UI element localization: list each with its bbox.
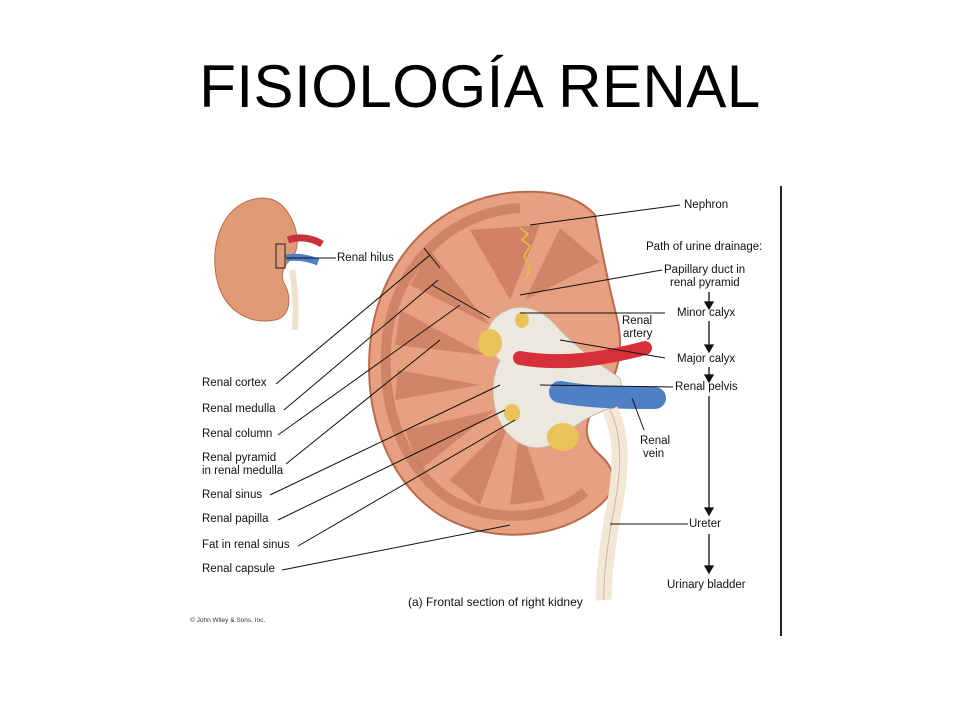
drainage-arrows xyxy=(703,292,715,575)
label-papillary-duct: Papillary duct in xyxy=(664,264,746,276)
label-papillary-duct-line2: renal pyramid xyxy=(670,277,740,289)
label-minor-calyx: Minor calyx xyxy=(677,307,736,319)
label-renal-vein-line2: vein xyxy=(643,448,665,460)
label-ureter: Ureter xyxy=(689,518,721,530)
copyright-notice: © John Wiley & Sons, Inc. xyxy=(190,617,266,624)
label-renal-artery: Renal xyxy=(622,315,653,327)
small-kidney-inset xyxy=(214,197,324,331)
label-renal-capsule: Renal capsule xyxy=(202,563,275,575)
figure-caption: (a) Frontal section of right kidney xyxy=(408,595,583,609)
label-renal-cortex: Renal cortex xyxy=(202,377,267,389)
label-renal-pyramid-line2: in renal medulla xyxy=(202,465,284,477)
label-renal-pyramid: Renal pyramid xyxy=(202,452,277,464)
label-renal-hilus: Renal hilus xyxy=(337,252,394,264)
label-major-calyx: Major calyx xyxy=(677,353,736,365)
main-kidney xyxy=(368,190,666,601)
label-renal-pelvis: Renal pelvis xyxy=(675,381,738,393)
label-path-heading: Path of urine drainage: xyxy=(646,241,763,253)
figure-right-border xyxy=(780,186,782,636)
label-renal-papilla: Renal papilla xyxy=(202,513,269,525)
label-nephron: Nephron xyxy=(684,199,729,211)
slide-title: FISIOLOGÍA RENAL xyxy=(199,53,761,120)
label-urinary-bladder: Urinary bladder xyxy=(667,579,746,591)
label-renal-artery-line2: artery xyxy=(623,328,653,340)
label-fat-in-renal-sinus: Fat in renal sinus xyxy=(202,539,290,551)
label-renal-vein: Renal xyxy=(640,435,671,447)
label-renal-sinus: Renal sinus xyxy=(202,489,263,501)
leader-lines xyxy=(269,204,688,571)
label-renal-column: Renal column xyxy=(202,428,273,440)
label-renal-medulla: Renal medulla xyxy=(202,403,276,415)
